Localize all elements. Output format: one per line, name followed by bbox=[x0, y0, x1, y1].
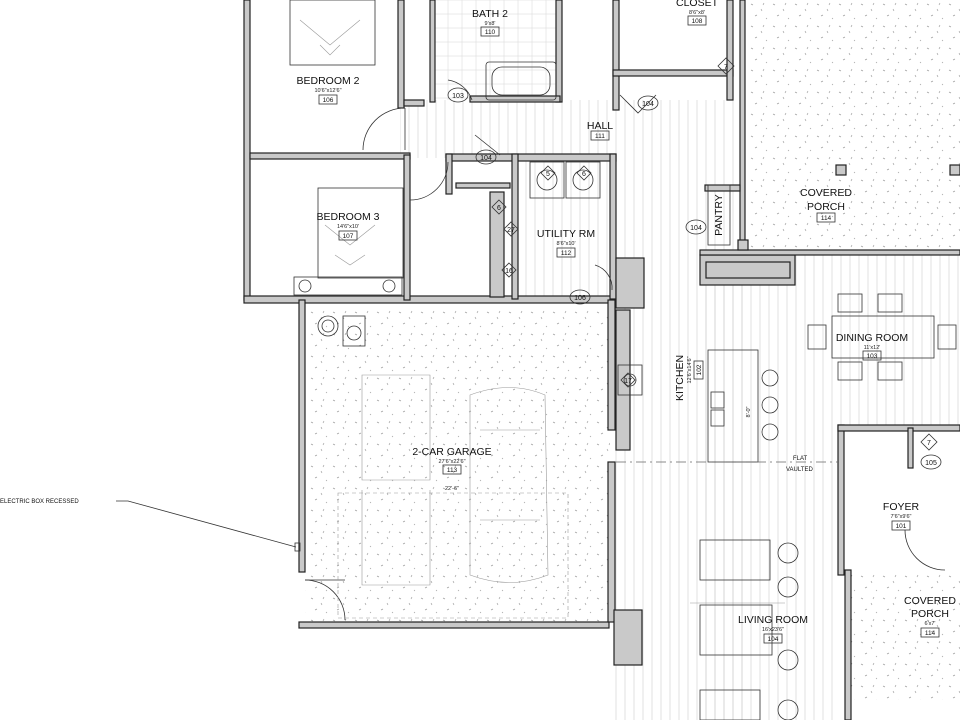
tag-5: 5 bbox=[546, 171, 550, 178]
dining-number: 103 bbox=[867, 353, 878, 360]
dining-name: DINING ROOM bbox=[836, 332, 908, 344]
closet-name: CLOSET bbox=[676, 0, 719, 9]
tag-7-closet: 7 bbox=[724, 64, 728, 71]
electric-box-note: ELECTRIC BOX RECESSED bbox=[0, 499, 79, 505]
bedroom-2-name: BEDROOM 2 bbox=[296, 75, 359, 87]
closet-number: 108 bbox=[692, 18, 703, 25]
hall-number: 111 bbox=[595, 133, 605, 140]
foyer-dims: 7'6"x9'6" bbox=[891, 514, 912, 520]
hall-name: HALL bbox=[587, 120, 613, 132]
room-hall: HALL 111 bbox=[587, 120, 613, 141]
garage-width-dim: 22'-6" bbox=[445, 486, 459, 492]
kitchen-number: 102 bbox=[696, 364, 703, 375]
utility-dims: 8'6"x10' bbox=[556, 241, 575, 247]
kitchen-dims: 12'6"x14'6" bbox=[687, 356, 693, 383]
room-living: LIVING ROOM 16'x23'6" 104 bbox=[738, 614, 808, 644]
vaulted-label: VAULTED bbox=[786, 467, 813, 473]
kitchen-name: KITCHEN bbox=[674, 355, 686, 401]
room-closet: CLOSET 8'6"x8' 108 bbox=[676, 0, 719, 26]
bedroom-3-number: 107 bbox=[343, 233, 354, 240]
room-dining: DINING ROOM 11'x12' 103 bbox=[836, 332, 908, 361]
foyer-name: FOYER bbox=[883, 501, 920, 513]
tag-103: 103 bbox=[452, 93, 464, 100]
garage-name: 2-CAR GARAGE bbox=[412, 446, 491, 458]
dining-dims: 11'x12' bbox=[864, 345, 881, 351]
bath-2-number: 110 bbox=[485, 29, 496, 36]
tag-6-utility: 6 bbox=[497, 205, 501, 212]
garage-dims: 27'6"x22'6" bbox=[438, 459, 465, 465]
tag-104-hall: 104 bbox=[480, 155, 492, 162]
garage-number: 113 bbox=[447, 467, 458, 474]
porch-back-line2: PORCH bbox=[807, 201, 845, 213]
bedroom-3-name: BEDROOM 3 bbox=[316, 211, 379, 223]
porch-back-number: 114 bbox=[821, 215, 832, 222]
utility-number: 112 bbox=[561, 250, 572, 257]
bedroom-2-dims: 10'6"x12'6" bbox=[314, 88, 341, 94]
tag-17: 17 bbox=[624, 378, 632, 385]
tag-104-pantry: 104 bbox=[690, 225, 702, 232]
closet-dims: 8'6"x8' bbox=[689, 10, 705, 16]
room-foyer: FOYER 7'6"x9'6" 101 bbox=[883, 501, 920, 531]
living-number: 104 bbox=[768, 636, 779, 643]
porch-front-line1: COVERED bbox=[904, 595, 956, 607]
room-bedroom-2: BEDROOM 2 10'6"x12'6" 106 bbox=[296, 75, 360, 105]
room-bath-2: BATH 2 9'x8' 110 bbox=[472, 8, 508, 37]
porch-back-line1: COVERED bbox=[800, 187, 852, 199]
room-pantry: PANTRY bbox=[707, 184, 731, 246]
porch-front-number: 114 bbox=[925, 630, 936, 637]
foyer-number: 101 bbox=[896, 523, 907, 530]
pantry-name: PANTRY bbox=[713, 194, 725, 236]
living-name: LIVING ROOM bbox=[738, 614, 808, 626]
tag-7-foyer: 7 bbox=[927, 440, 931, 447]
bedroom-2-number: 106 bbox=[323, 97, 334, 104]
room-kitchen: KITCHEN 12'6"x14'6" 102 bbox=[674, 355, 704, 401]
room-utility: UTILITY RM 8'6"x10' 112 bbox=[537, 228, 595, 258]
bedroom-3-dims: 14'6"x10' bbox=[337, 224, 359, 230]
tag-105: 105 bbox=[925, 460, 937, 467]
tag-6: 6 bbox=[582, 171, 586, 178]
flat-label: FLAT bbox=[793, 456, 808, 462]
door-swings bbox=[304, 79, 946, 621]
living-dims: 16'x23'6" bbox=[762, 627, 784, 633]
room-covered-porch-back: COVERED PORCH 114 bbox=[800, 187, 852, 223]
porch-front-line2: PORCH bbox=[911, 608, 949, 620]
tag-16: 16 bbox=[505, 268, 513, 275]
utility-name: UTILITY RM bbox=[537, 228, 595, 240]
room-covered-porch-front: COVERED PORCH 6'x7' 114 bbox=[904, 595, 956, 638]
island-dim: 8'-0" bbox=[746, 406, 752, 417]
tag-106: 106 bbox=[574, 295, 586, 302]
porch-front-dims: 6'x7' bbox=[925, 621, 936, 627]
annotations: ELECTRIC BOX RECESSED FLAT VAULTED 8'-0" bbox=[0, 406, 813, 552]
tag-104-closet: 104 bbox=[642, 101, 654, 108]
bath-2-name: BATH 2 bbox=[472, 8, 508, 20]
tag-27: 27 bbox=[507, 227, 515, 234]
door-tags: 103 104 104 104 106 105 7 7 5 6 6 27 16 … bbox=[447, 57, 942, 470]
room-bedroom-3: BEDROOM 3 14'6"x10' 107 bbox=[316, 211, 380, 241]
furniture bbox=[289, 0, 957, 720]
bath-2-dims: 9'x8' bbox=[485, 21, 496, 27]
room-garage: 2-CAR GARAGE 27'6"x22'6" 113 22'-6" bbox=[412, 446, 491, 492]
